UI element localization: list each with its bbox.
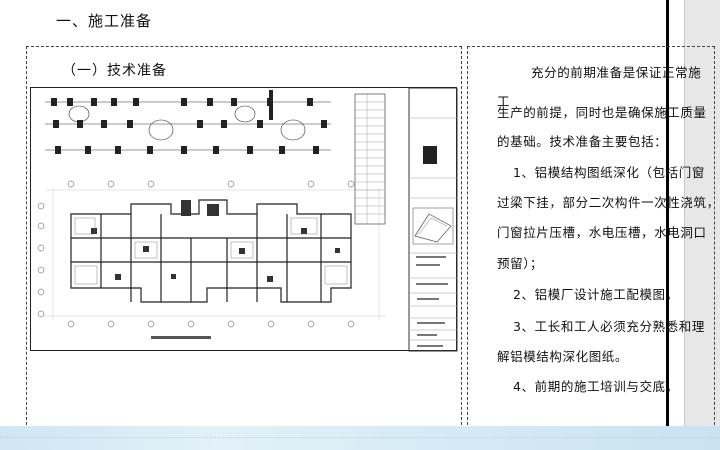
subsection-heading: （一）技术准备 <box>62 63 167 79</box>
right-panel-edge <box>684 0 685 450</box>
item-1-line-1: 1、铝模结构图纸深化（包括门窗 <box>513 165 705 180</box>
item-1-line-4: 预留）； <box>497 256 544 271</box>
item-3-line-1: 3、工长和工人必须充分熟悉和理 <box>513 319 705 334</box>
intro-line-2: 生产的前提，同时也是确保施工质量 <box>497 105 707 120</box>
intro-line-3: 的基础。技术准备主要包括： <box>497 134 668 149</box>
page-margin-line[interactable] <box>666 0 669 450</box>
footer-dotted-rule <box>0 437 720 438</box>
cad-drawing-image[interactable] <box>30 87 458 352</box>
item-3-line-2: 解铝模结构深化图纸。 <box>497 349 629 364</box>
intro-line-1: 充分的前期准备是保证正常施工 <box>497 65 702 109</box>
cad-floor-plan-graphic <box>37 88 458 352</box>
page-footer-band <box>0 426 720 450</box>
item-1-line-2: 过梁下挂，部分二次构件一次性浇筑， <box>497 195 720 210</box>
item-2: 2、铝模厂设计施工配模图。 <box>513 287 679 302</box>
item-1-line-3: 门窗拉片压槽，水电压槽，水电洞口 <box>497 225 707 240</box>
item-4: 4、前期的施工培训与交底。 <box>513 379 679 394</box>
section-heading: 一、施工准备 <box>56 12 153 30</box>
